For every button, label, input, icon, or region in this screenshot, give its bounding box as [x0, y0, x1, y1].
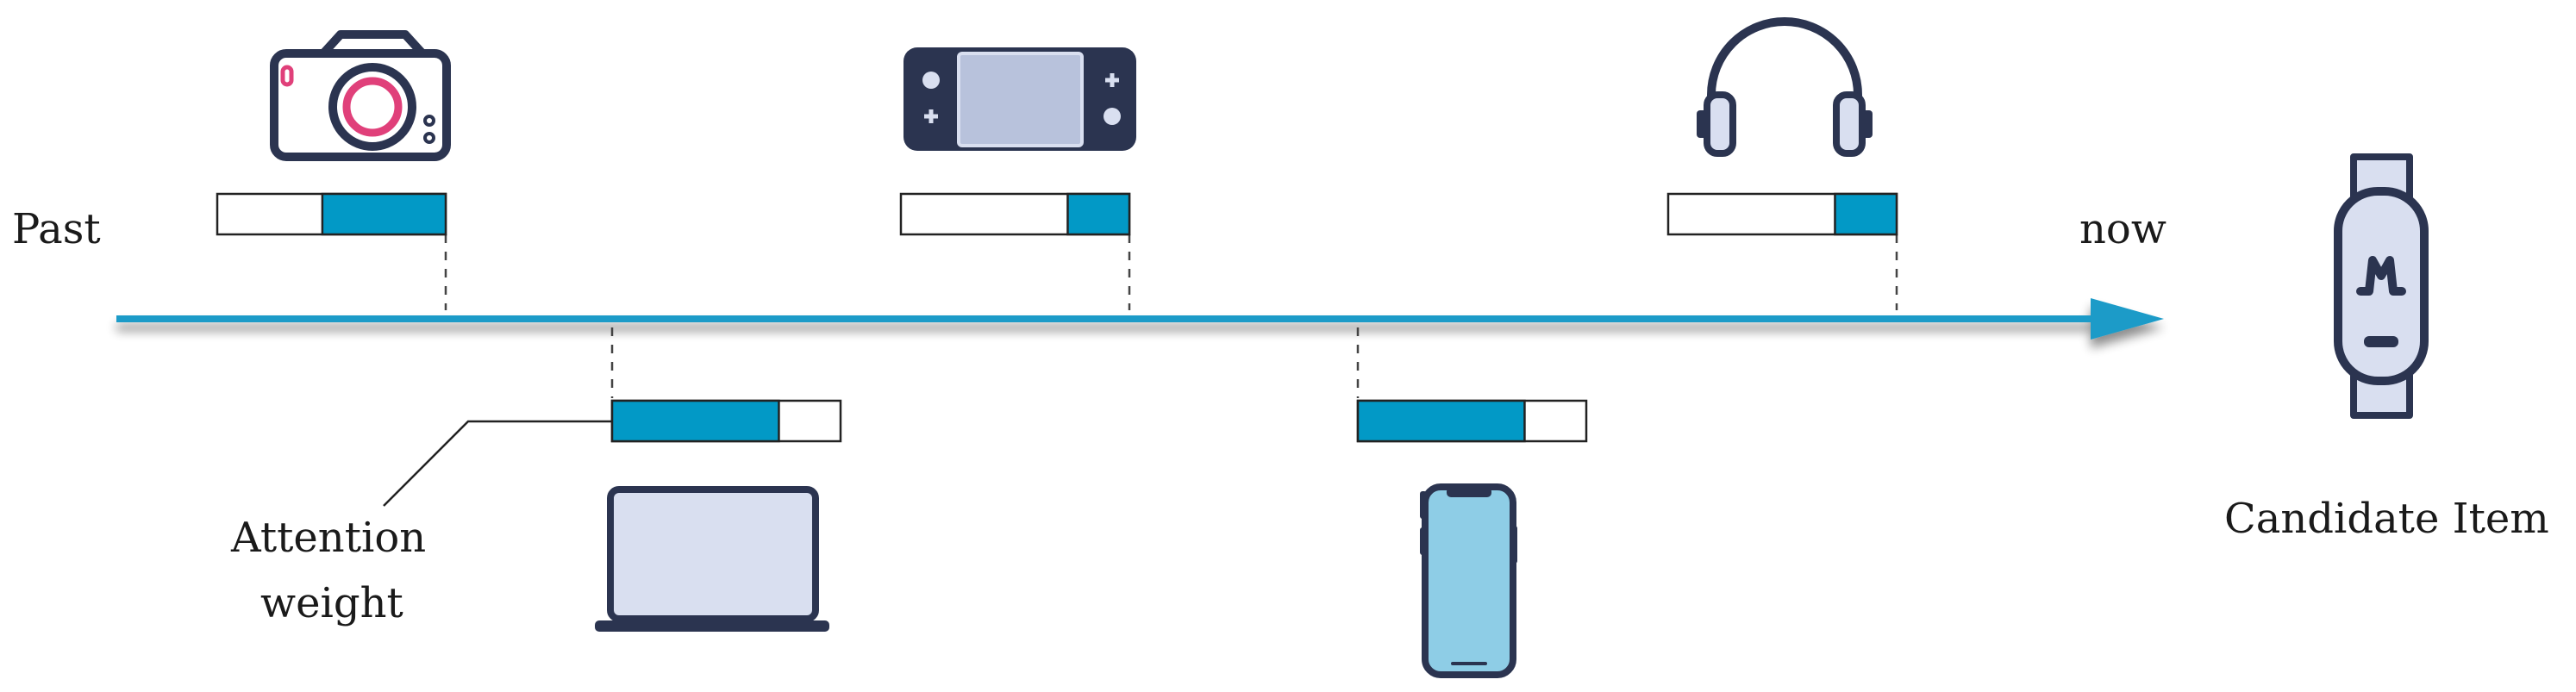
attention-bar-fill [1834, 192, 1898, 236]
camera-icon [270, 30, 451, 161]
smart-band-icon [2334, 153, 2429, 419]
attention-bar-fill [1356, 399, 1526, 443]
laptop-icon [595, 486, 829, 632]
attention-bar-1 [216, 192, 447, 236]
timeline-arrow [116, 298, 2164, 340]
attention-bar-fill [610, 399, 780, 443]
past-label: Past [12, 205, 101, 253]
headphones-icon [1697, 17, 1873, 157]
smartphone-icon [1420, 483, 1517, 678]
attention-bar-4 [1356, 399, 1588, 443]
attention-bar-fill [1066, 192, 1131, 236]
dashed-connectors [444, 234, 1898, 398]
attention-bar-2 [610, 399, 842, 443]
attention-leader-line [383, 420, 612, 507]
game-console-icon [903, 47, 1136, 151]
attention-weight-label-line1: Attention [230, 514, 426, 562]
candidate-item-label: Candidate Item [2224, 495, 2549, 543]
attention-bar-fill [321, 192, 447, 236]
attention-weight-label-line2: weight [260, 579, 403, 627]
attention-bar-3 [899, 192, 1131, 236]
attention-bar-5 [1666, 192, 1898, 236]
now-label: now [2079, 205, 2166, 253]
